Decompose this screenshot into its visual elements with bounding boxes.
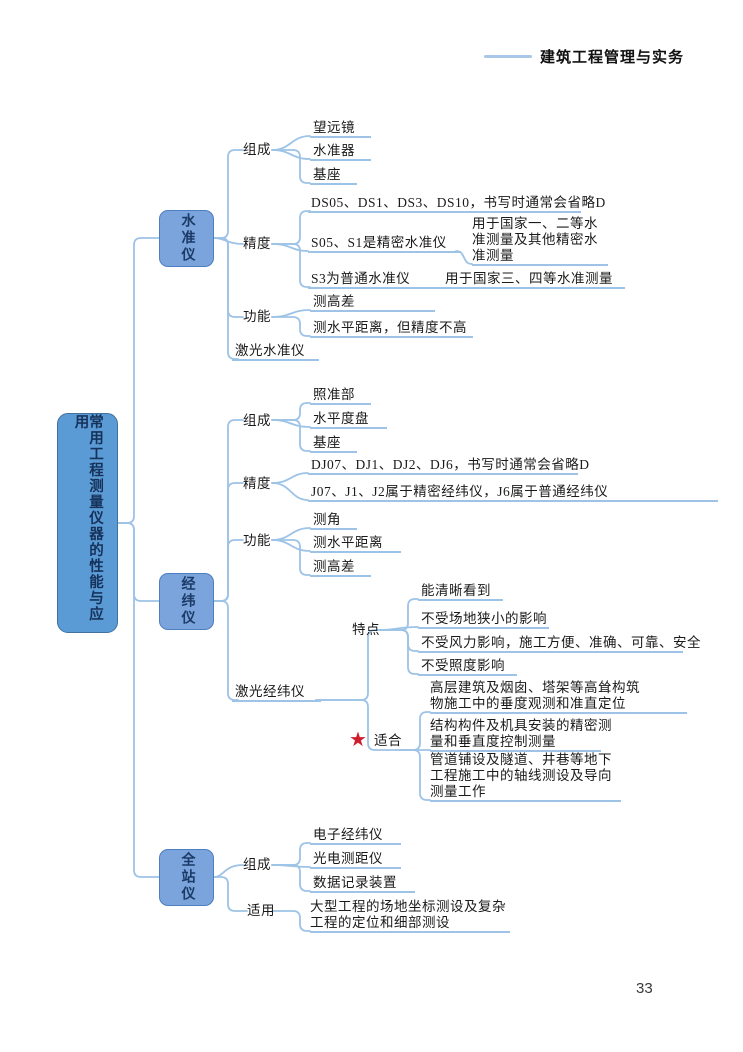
leaf-ds-grades-note: DS05、DS1、DS3、DS10，书写时通常会省略D: [308, 195, 605, 213]
leaf-level-vial: 水准器: [310, 143, 371, 161]
leaf-measure-height-diff: 测高差: [310, 294, 435, 312]
node-level-instrument: 水准仪: [159, 210, 214, 267]
leaf-suitable-components-text: 结构构件及机具安装的精密测量和垂直度控制测量: [430, 718, 612, 749]
label-level-composition: 组成: [243, 142, 271, 157]
leaf-base-2: 基座: [310, 435, 357, 453]
header-rule: [484, 55, 532, 58]
leaf-s05-use: 用于国家一、二等水准测量及其他精密水准测量: [472, 216, 608, 266]
leaf-photoelectric-rangefinder: 光电测距仪: [310, 851, 401, 869]
leaf-horizontal-circle: 水平度盘: [310, 411, 387, 429]
leaf-electronic-theodolite: 电子经纬仪: [310, 827, 401, 845]
leaf-suitable-highrise-text: 高层建筑及烟囱、塔架等高耸构筑物施工中的垂度观测和准直定位: [430, 680, 640, 711]
leaf-measure-horiz-distance-2: 测水平距离: [310, 535, 401, 553]
leaf-total-application-text: 大型工程的场地坐标测设及复杂工程的定位和细部测设: [310, 899, 506, 930]
leaf-total-application: 大型工程的场地坐标测设及复杂工程的定位和细部测设: [310, 899, 510, 933]
leaf-feature-narrow-site: 不受场地狭小的影响: [418, 611, 549, 629]
label-laser-suitable: 适合: [374, 733, 402, 748]
leaf-j-grades-note: J07、J1、J2属于精密经纬仪，J6属于普通经纬仪: [308, 484, 718, 502]
label-theo-function: 功能: [243, 533, 271, 548]
label-theo-composition: 组成: [243, 413, 271, 428]
leaf-s3-ordinary: S3为普通水准仪: [308, 271, 625, 289]
label-total-composition: 组成: [243, 857, 271, 872]
node-theodolite: 经纬仪: [159, 573, 214, 630]
node-total-station-label: 全站仪: [179, 852, 195, 903]
leaf-suitable-pipeline-text: 管道铺设及隧道、井巷等地下工程施工中的轴线测设及导向测量工作: [430, 752, 612, 799]
label-total-application: 适用: [247, 903, 275, 918]
node-total-station: 全站仪: [159, 849, 214, 906]
leaf-laser-level: 激光水准仪: [232, 343, 319, 361]
label-level-function: 功能: [243, 309, 271, 324]
node-level-label: 水准仪: [179, 213, 195, 264]
leaf-dj-grades-note: DJ07、DJ1、DJ2、DJ6，书写时通常会省略D: [308, 457, 589, 475]
label-level-precision: 精度: [243, 236, 271, 251]
label-theo-precision: 精度: [243, 476, 271, 491]
header-title: 建筑工程管理与实务: [540, 49, 685, 66]
star-icon: ★: [349, 727, 367, 751]
leaf-feature-clearly-visible: 能清晰看到: [418, 583, 503, 601]
leaf-suitable-components: 结构构件及机具安装的精密测量和垂直度控制测量: [430, 718, 612, 752]
leaf-telescope: 望远镜: [310, 120, 371, 138]
leaf-measure-height-diff-2: 测高差: [310, 559, 371, 577]
page-number: 33: [636, 980, 653, 997]
leaf-measure-angle: 测角: [310, 512, 357, 530]
leaf-base-1: 基座: [310, 167, 357, 185]
leaf-measure-horiz-distance: 测水平距离，但精度不高: [310, 320, 473, 338]
leaf-data-recorder: 数据记录装置: [310, 875, 415, 893]
leaf-s3-use: 用于国家三、四等水准测量: [445, 271, 613, 286]
root-node-label: 常用工程测量仪器的性能与应用: [72, 414, 104, 622]
leaf-s05-use-text: 用于国家一、二等水准测量及其他精密水准测量: [472, 216, 598, 263]
label-laser-features: 特点: [352, 622, 380, 637]
node-theodolite-label: 经纬仪: [179, 576, 195, 627]
leaf-suitable-pipeline: 管道铺设及隧道、井巷等地下工程施工中的轴线测设及导向测量工作: [430, 752, 621, 802]
leaf-suitable-highrise: 高层建筑及烟囱、塔架等高耸构筑物施工中的垂度观测和准直定位: [430, 680, 687, 714]
leaf-aiming-part: 照准部: [310, 387, 371, 405]
leaf-s05-precise: S05、S1是精密水准仪: [308, 235, 461, 253]
leaf-feature-wind: 不受风力影响，施工方便、准确、可靠、安全: [418, 635, 701, 653]
root-node: 常用工程测量仪器的性能与应用: [57, 413, 118, 633]
leaf-laser-theodolite: 激光经纬仪: [232, 684, 321, 702]
leaf-feature-illumination: 不受照度影响: [418, 658, 517, 676]
